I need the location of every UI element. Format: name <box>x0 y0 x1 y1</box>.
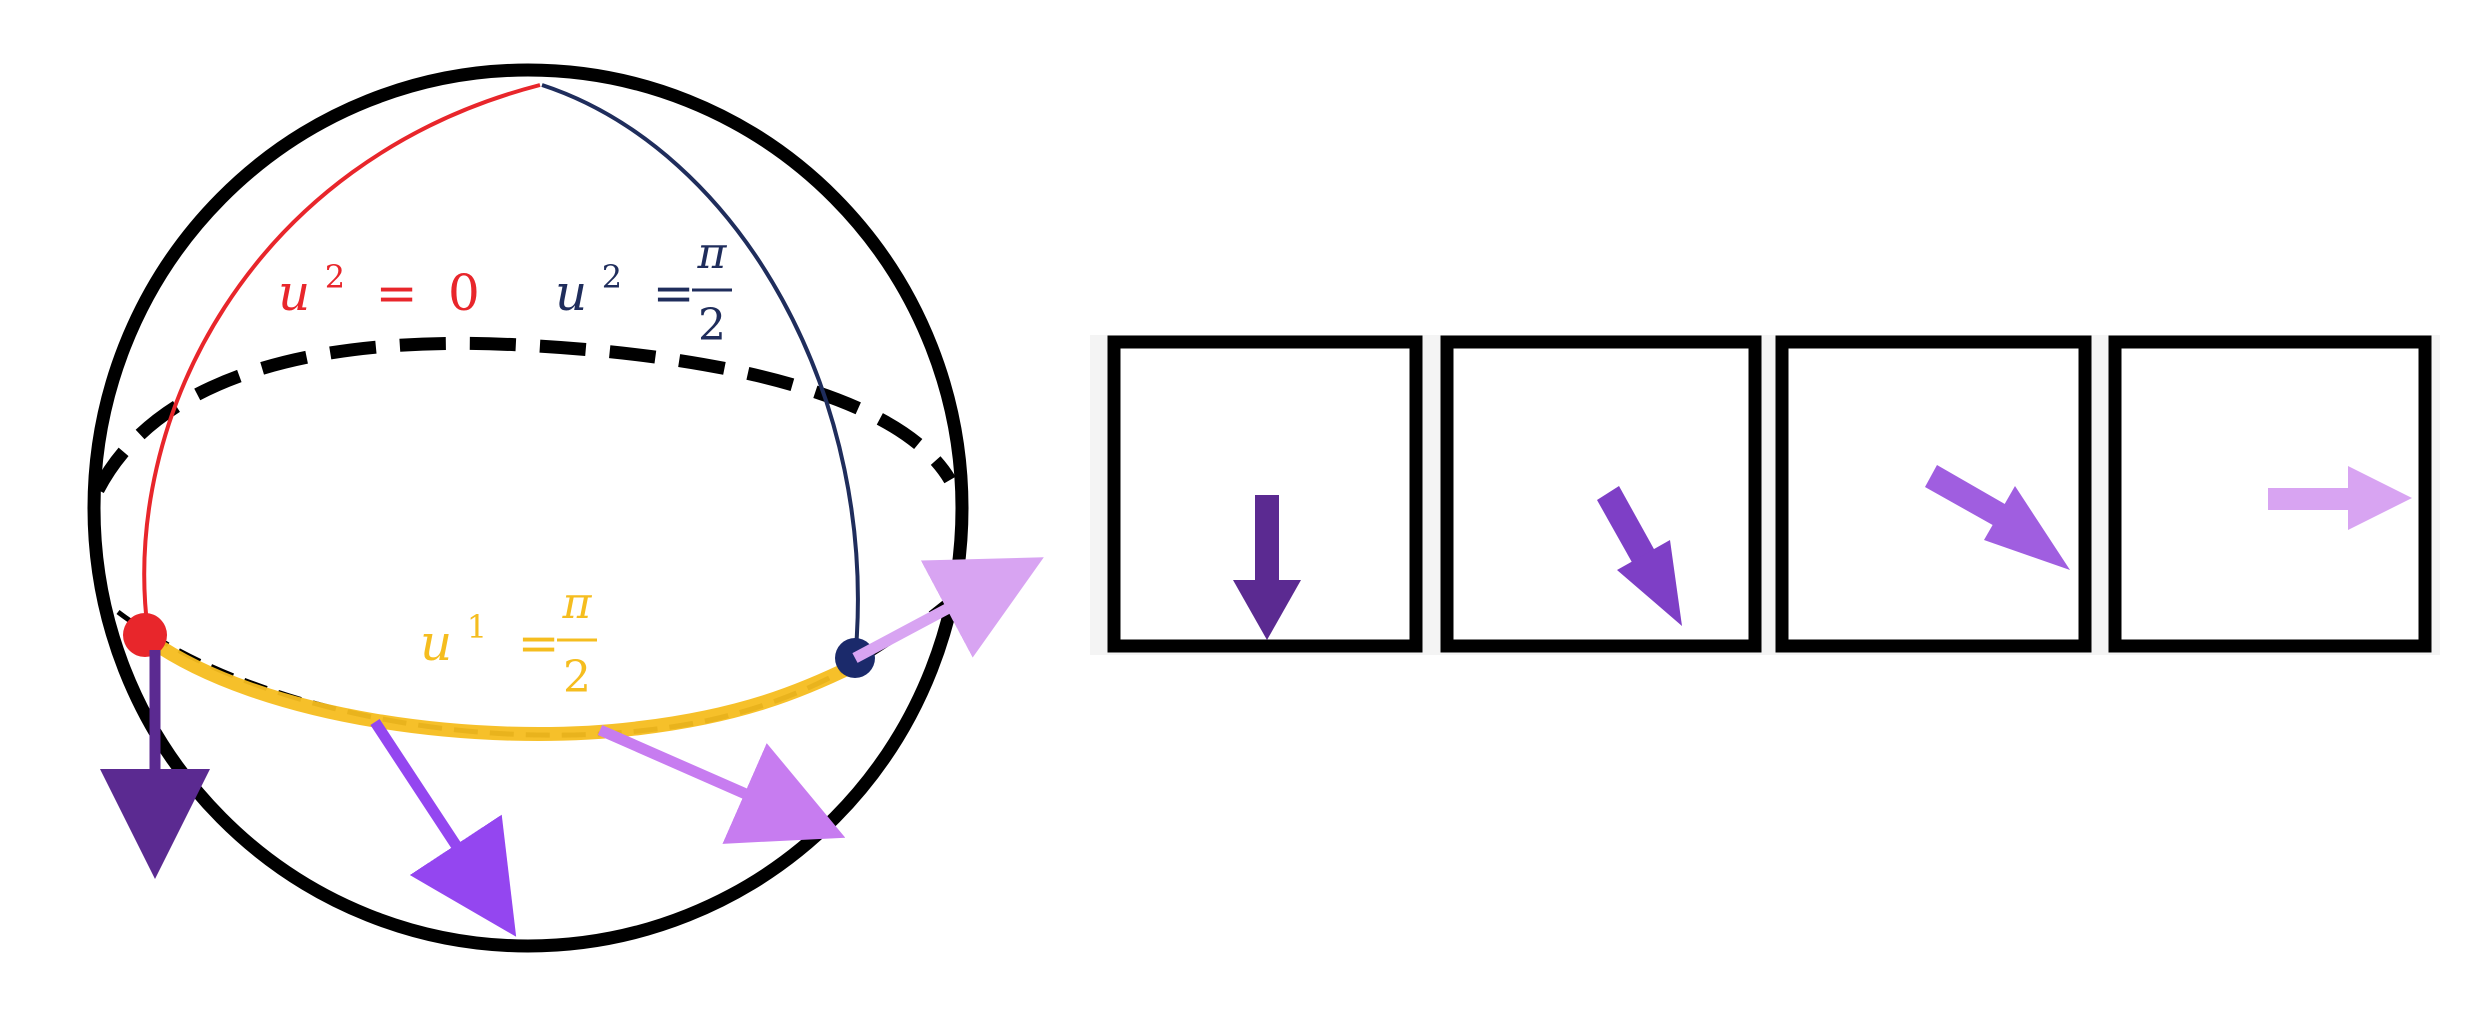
frame-4 <box>2108 335 2432 653</box>
svg-text:u 1 =: u 1 = <box>420 593 559 672</box>
label-u1-pi2-denominator: 2 <box>563 652 591 703</box>
equator-back-dashed <box>92 336 956 493</box>
label-u1-pi2-numerator: π <box>562 578 593 629</box>
label-u1-pi2: u 1 = π 2 <box>420 578 597 703</box>
label-u2-pi2: u 2 = π 2 <box>555 228 732 351</box>
arrow-icon <box>852 557 1044 663</box>
frame-2 <box>1440 335 1762 653</box>
equator-u1-pi2 <box>143 633 862 741</box>
meridian-u2-pi2 <box>541 83 860 661</box>
meridian-u2-zero <box>142 83 541 633</box>
sphere-group: u 2 = 0 u 2 = π 2 u 1 = π 2 <box>87 63 1044 953</box>
arrow-icon <box>2268 466 2412 530</box>
arrow-icon <box>1925 465 2070 570</box>
frames-strip <box>1090 335 2440 655</box>
label-u2-pi2-denominator: 2 <box>698 300 726 351</box>
frame-3 <box>1775 335 2092 653</box>
svg-text:u 2 =: u 2 = <box>555 243 694 322</box>
sphere-outline <box>87 63 969 953</box>
point-red <box>123 613 167 657</box>
arrow-icon <box>1233 495 1301 640</box>
label-u2-pi2-numerator: π <box>697 228 728 279</box>
label-u2-zero: u 2 = 0 <box>278 243 480 322</box>
arrow-icon <box>1597 486 1682 626</box>
frame-1 <box>1107 335 1423 653</box>
arrow-icon <box>370 718 517 937</box>
arrow-icon <box>597 724 846 844</box>
